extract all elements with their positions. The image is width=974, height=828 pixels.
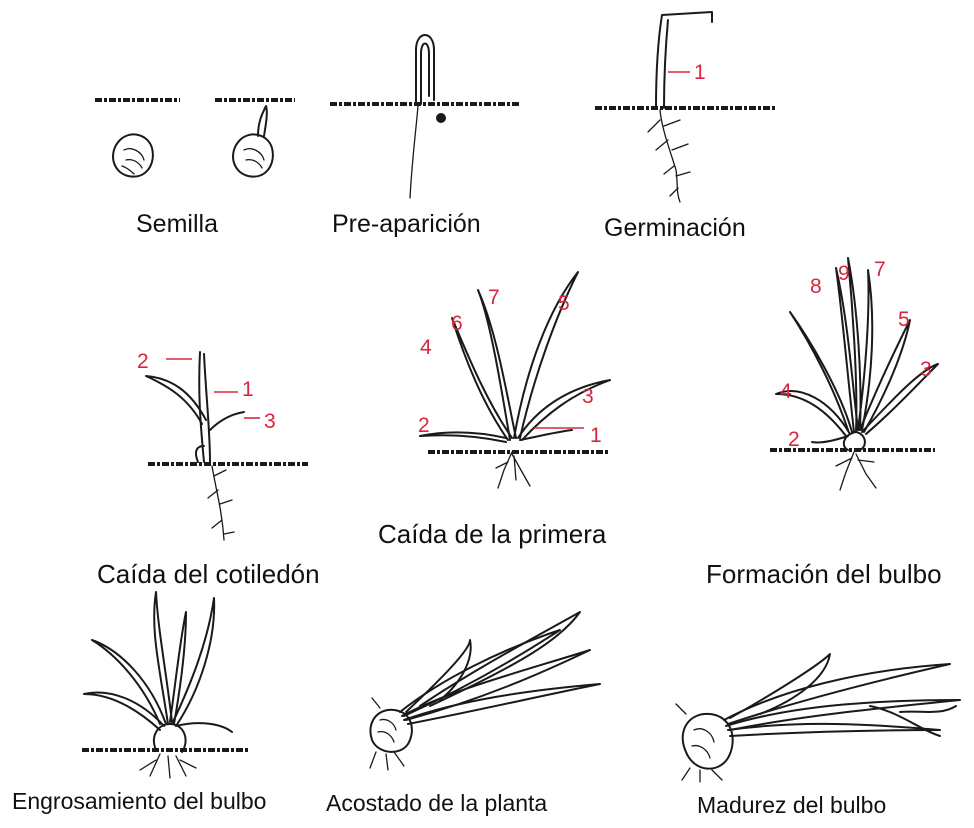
leaf-number-label: 6 (451, 312, 463, 335)
stage-label-semilla: Semilla (136, 210, 218, 238)
leaf-number-label: 4 (420, 336, 432, 359)
stage-label-engrosamiento-bulbo: Engrosamiento del bulbo (12, 788, 267, 814)
leaf-number-label: 3 (582, 385, 594, 408)
acostado-planta-illustration (369, 611, 601, 771)
pre-aparicion-illustration (330, 34, 520, 199)
seed-icon (232, 105, 274, 178)
semilla-illustration (95, 98, 295, 178)
formacion-bulbo-illustration: 8 9 7 5 3 4 2 (770, 257, 939, 491)
leaf-number-label: 8 (810, 275, 822, 298)
leaf-number-label: 5 (898, 308, 910, 331)
leaf-number-label: 3 (264, 410, 276, 433)
seed-icon (436, 113, 446, 123)
leaf-number-label: 4 (780, 380, 792, 403)
germinacion-illustration: 1 (595, 11, 775, 203)
leaf-number-label: 5 (558, 292, 570, 315)
stage-label-caida-cotiledon: Caída del cotiledón (97, 559, 320, 589)
engrosamiento-bulbo-illustration (82, 591, 250, 779)
leaf-number-label: 3 (920, 358, 932, 381)
leaf-number-label: 1 (694, 61, 706, 84)
stage-label-pre-aparicion: Pre-aparición (332, 210, 481, 238)
leaf-number-label: 1 (590, 424, 602, 447)
caida-primera-illustration: 4 6 7 5 3 2 1 (418, 271, 611, 489)
stage-label-caida-primera: Caída de la primera (378, 519, 607, 549)
stage-label-madurez-bulbo: Madurez del bulbo (697, 792, 887, 818)
stage-label-formacion-bulbo: Formación del bulbo (706, 559, 942, 589)
stage-label-germinacion: Germinación (604, 214, 746, 242)
leaf-number-label: 7 (874, 258, 886, 281)
caida-cotiledon-illustration: 2 1 3 (137, 350, 308, 541)
seed-icon (112, 133, 154, 178)
leaf-number-label: 1 (242, 378, 254, 401)
leaf-number-label: 9 (838, 262, 850, 285)
madurez-bulbo-illustration (675, 653, 961, 783)
leaf-number-label: 2 (788, 428, 800, 451)
leaf-number-label: 2 (137, 350, 149, 373)
leaf-number-label: 7 (488, 286, 500, 309)
stage-label-acostado-planta: Acostado de la planta (326, 790, 548, 816)
leaf-number-label: 2 (418, 414, 430, 437)
bulb-icon (681, 712, 734, 770)
